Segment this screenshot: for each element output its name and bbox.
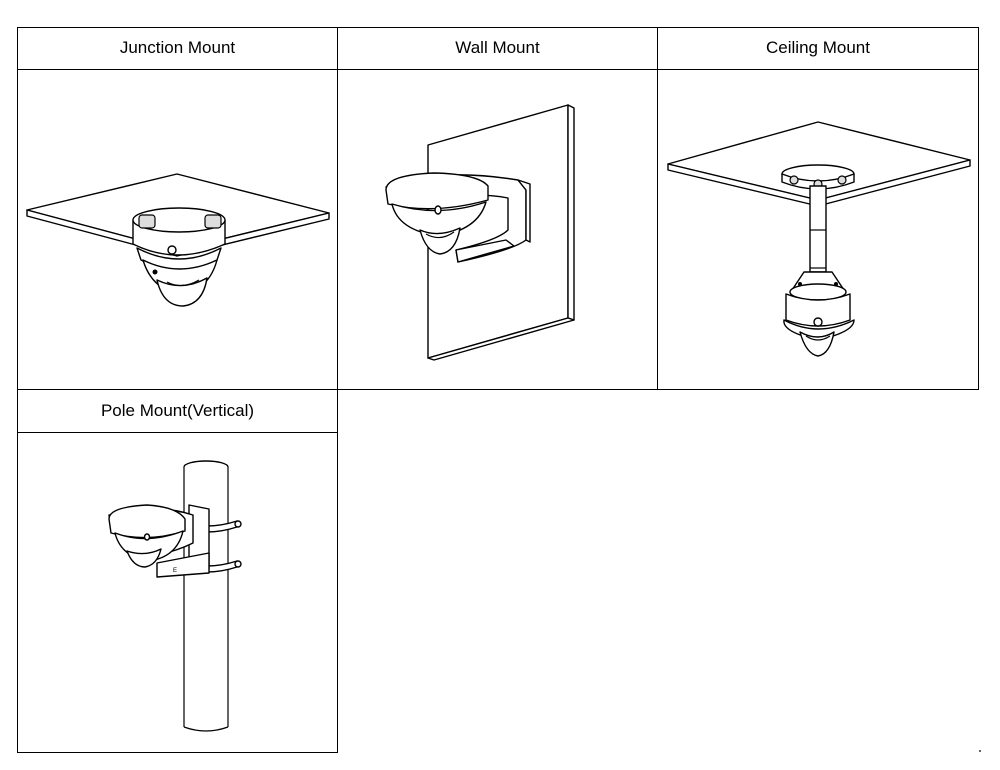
- wall-mount-label: Wall Mount: [455, 38, 540, 57]
- table-row-bottom-frame: [17, 389, 338, 753]
- col-divider-2: [657, 27, 658, 390]
- stray-mark: [979, 750, 981, 752]
- wall-mount-illustration: [385, 104, 575, 361]
- junction-mount-illustration: [26, 173, 330, 307]
- table-row-top-frame: [17, 27, 979, 390]
- ceiling-mount-label: Ceiling Mount: [766, 38, 870, 57]
- row1-header-divider: [17, 69, 979, 70]
- junction-mount-label: Junction Mount: [119, 38, 236, 57]
- junction-mount-header: Junction Mount: [17, 27, 338, 69]
- pole-mount-header: Pole Mount(Vertical): [17, 389, 338, 433]
- pole-mount-illustration: E: [108, 460, 242, 732]
- ceiling-mount-header: Ceiling Mount: [657, 27, 979, 69]
- pole-mount-label: Pole Mount(Vertical): [100, 401, 255, 420]
- row2-header-divider: [17, 432, 338, 433]
- wall-mount-header: Wall Mount: [337, 27, 658, 69]
- svg-text:E: E: [173, 568, 177, 574]
- col-divider-1: [337, 27, 338, 390]
- ceiling-mount-illustration: [667, 121, 971, 357]
